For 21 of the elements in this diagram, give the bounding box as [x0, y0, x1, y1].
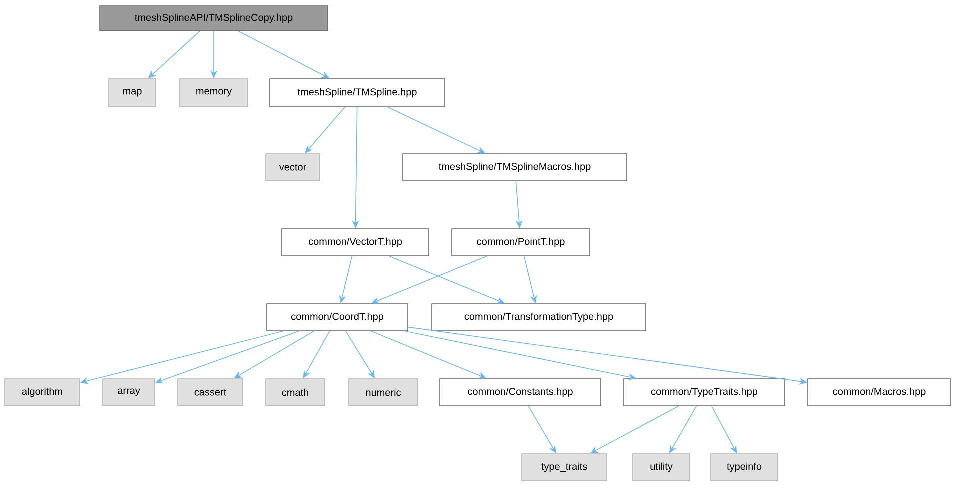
header-box: common/PointT.hpp	[452, 228, 590, 256]
header-box: cassert	[178, 378, 244, 406]
header-box: vector	[266, 154, 320, 182]
header-box: utility	[632, 454, 690, 482]
header-box: algorithm	[4, 378, 80, 406]
header-box: common/TransformationType.hpp	[432, 304, 646, 332]
header-box: numeric	[348, 378, 418, 406]
header-box: tmeshSplineAPI/TMSplineCopy.hpp	[100, 6, 328, 32]
header-box: array	[102, 378, 156, 406]
header-box: cmath	[266, 378, 326, 406]
header-box: tmeshSpline/TMSplineMacros.hpp	[402, 154, 628, 182]
header-box: common/Macros.hpp	[808, 378, 952, 406]
header-box: tmeshSpline/TMSpline.hpp	[270, 78, 446, 108]
header-box: typeinfo	[710, 454, 778, 482]
header-box: memory	[180, 78, 248, 108]
header-box: common/Constants.hpp	[440, 378, 602, 406]
header-box: type_traits	[522, 454, 608, 482]
header-box: common/TypeTraits.hpp	[624, 378, 786, 406]
header-box: common/CoordT.hpp	[266, 304, 408, 332]
header-box: common/VectorT.hpp	[282, 228, 430, 256]
header-box: map	[108, 78, 156, 108]
